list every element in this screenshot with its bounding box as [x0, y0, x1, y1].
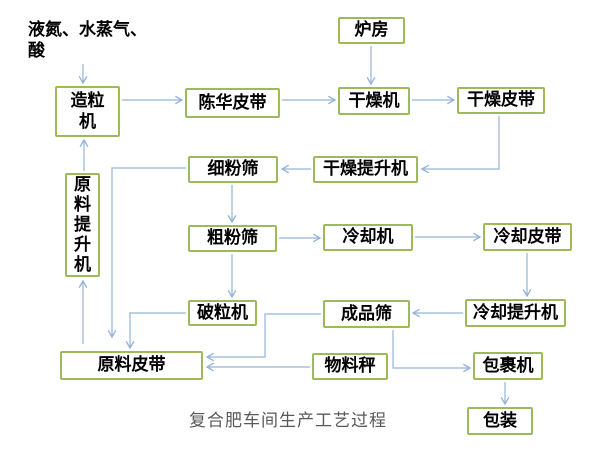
flow-node-aging-belt: 陈华皮带 [185, 88, 280, 118]
flow-node-raw-material-elevator: 原 料 提 升 机 [65, 173, 100, 277]
edge-fine-sieve-to-raw-material-belt [107, 167, 186, 339]
flow-node-label: 粗粉筛 [207, 228, 258, 248]
flow-node-cooling-elevator: 冷却提升机 [465, 299, 566, 327]
flow-node-drying-belt: 干燥皮带 [457, 87, 545, 114]
flow-node-label: 包裹机 [482, 355, 534, 375]
input-materials-label: 液氮、水蒸气、 酸 [28, 20, 147, 60]
flow-node-raw-material-belt: 原料皮带 [60, 351, 203, 380]
flow-node-label: 破粒机 [197, 302, 248, 322]
flow-node-product-sieve: 成品筛 [323, 300, 410, 328]
flow-node-fine-sieve: 细粉筛 [188, 156, 278, 183]
flow-node-label: 成品筛 [341, 303, 392, 323]
flow-node-label: 原 料 提 升 机 [74, 174, 91, 275]
flow-node-drying-elevator: 干燥提升机 [313, 156, 418, 183]
flow-node-material-scale: 物料秤 [312, 353, 388, 380]
flow-node-label: 干燥皮带 [467, 90, 535, 110]
flow-node-label: 冷却机 [342, 227, 394, 247]
edge-crusher-to-raw-material-belt [125, 312, 186, 350]
flow-node-coarse-sieve: 粗粉筛 [188, 225, 277, 252]
diagram-caption: 复合肥车间生产工艺过程 [189, 411, 387, 430]
flow-node-cooler: 冷却机 [323, 224, 413, 251]
flow-node-crusher: 破粒机 [188, 300, 257, 326]
edge-product-sieve-to-wrapping-machine [392, 330, 472, 373]
edge-drying-belt-to-drying-elevator [420, 116, 500, 174]
flow-node-label: 干燥机 [348, 90, 400, 110]
flow-node-dryer: 干燥机 [338, 87, 410, 115]
flow-node-packing: 包装 [467, 407, 533, 435]
flow-node-label: 冷却提升机 [473, 302, 558, 322]
flow-node-label: 干燥提升机 [323, 159, 408, 179]
flow-node-label: 炉房 [354, 20, 389, 40]
flow-node-wrapping-machine: 包裹机 [473, 352, 543, 380]
flow-node-label: 细粉筛 [207, 159, 259, 179]
flow-node-furnace: 炉房 [338, 17, 405, 44]
flow-node-granulator: 造粒 机 [55, 86, 120, 137]
flow-node-label: 物料秤 [324, 356, 376, 376]
flow-node-label: 包装 [483, 410, 517, 430]
flow-node-label: 陈华皮带 [198, 92, 267, 112]
flow-node-label: 原料皮带 [97, 355, 166, 375]
flow-node-label: 造粒 机 [70, 91, 105, 131]
flow-node-label: 冷却皮带 [493, 226, 562, 246]
flow-node-cooling-belt: 冷却皮带 [483, 223, 572, 251]
